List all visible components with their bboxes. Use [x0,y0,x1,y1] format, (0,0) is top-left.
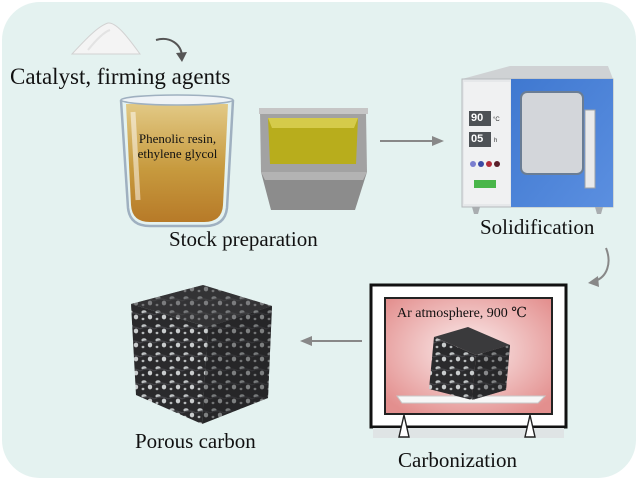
catalyst-powder-icon [70,22,141,55]
beaker-contents-label: Phenolic resin, ethylene glycol [135,131,220,161]
additives-label: Catalyst, firming agents [10,64,231,89]
arrow-to-porous-carbon [300,336,362,346]
carbonization-label: Carbonization [398,448,517,472]
carbon-sample-in-furnace [396,327,547,404]
stock-preparation-label: Stock preparation [169,227,318,251]
beaker-contents-line2: ethylene glycol [137,146,218,161]
arrow-to-solidification [380,136,444,146]
oven-time-unit: h [494,138,498,144]
drying-oven-icon [461,66,614,214]
solidification-label: Solidification [480,215,595,239]
arrow-to-carbonization [588,247,610,287]
oven-temperature-unit: °C [493,117,500,123]
furnace-atmosphere-label: Ar atmosphere, 900 ℃ [397,306,527,321]
porous-carbon-label: Porous carbon [135,429,256,453]
add-arrow [155,38,187,62]
mold-tray-icon [259,108,368,210]
oven-time-value: 05 [471,133,484,145]
oven-temperature-value: 90 [471,112,484,124]
beaker-icon [119,94,235,228]
porous-carbon-cube [131,285,272,424]
beaker-contents-line1: Phenolic resin, [138,131,217,146]
